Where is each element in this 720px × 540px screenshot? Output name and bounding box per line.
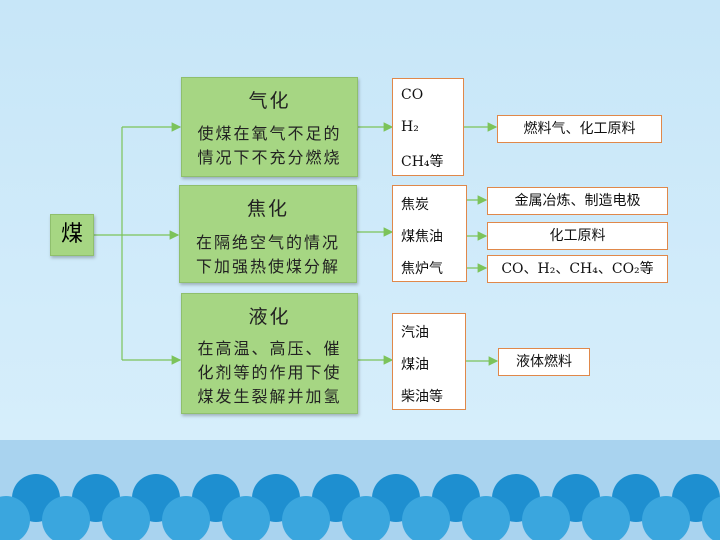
use-box: 化工原料 xyxy=(487,222,668,250)
products-box-coking: 焦炭 煤焦油 焦炉气 xyxy=(392,185,467,282)
product-item: 煤焦油 xyxy=(401,229,443,245)
process-description: 在隔绝空气的情况下加强热使煤分解 xyxy=(195,233,340,276)
products-box-liquefaction: 汽油 煤油 柴油等 xyxy=(392,313,466,410)
process-description: 使煤在氧气不足的情况下不充分燃烧 xyxy=(197,124,342,167)
process-box-gasification: 气化 使煤在氧气不足的情况下不充分燃烧 xyxy=(181,77,358,177)
use-box: 金属冶炼、制造电极 xyxy=(487,187,668,215)
use-box: CO、H₂、CH₄、CO₂等 xyxy=(487,255,668,283)
process-description: 在高温、高压、催化剂等的作用下使煤发生裂解并加氢 xyxy=(197,339,342,406)
connector-arrows xyxy=(94,122,499,366)
product-item: CO xyxy=(401,87,424,103)
product-item: CH₄等 xyxy=(401,154,444,170)
product-item: 煤油 xyxy=(401,357,429,373)
product-item: 汽油 xyxy=(401,325,429,341)
background xyxy=(0,0,720,440)
process-title: 液化 xyxy=(248,306,291,328)
process-title: 焦化 xyxy=(246,198,289,220)
product-item: 焦炭 xyxy=(401,197,429,213)
product-item: 焦炉气 xyxy=(401,261,443,277)
coal-root-node: 煤 xyxy=(50,214,94,256)
use-box: 液体燃料 xyxy=(498,348,590,376)
products-box-gasification: CO H₂ CH₄等 xyxy=(392,78,464,176)
product-item: H₂ xyxy=(401,119,419,135)
wave-decoration xyxy=(0,474,720,540)
use-box: 燃料气、化工原料 xyxy=(497,115,662,143)
product-item: 柴油等 xyxy=(401,389,443,405)
process-title: 气化 xyxy=(248,90,291,112)
process-box-liquefaction: 液化 在高温、高压、催化剂等的作用下使煤发生裂解并加氢 xyxy=(181,293,358,414)
process-box-coking: 焦化 在隔绝空气的情况下加强热使煤分解 xyxy=(179,185,357,283)
